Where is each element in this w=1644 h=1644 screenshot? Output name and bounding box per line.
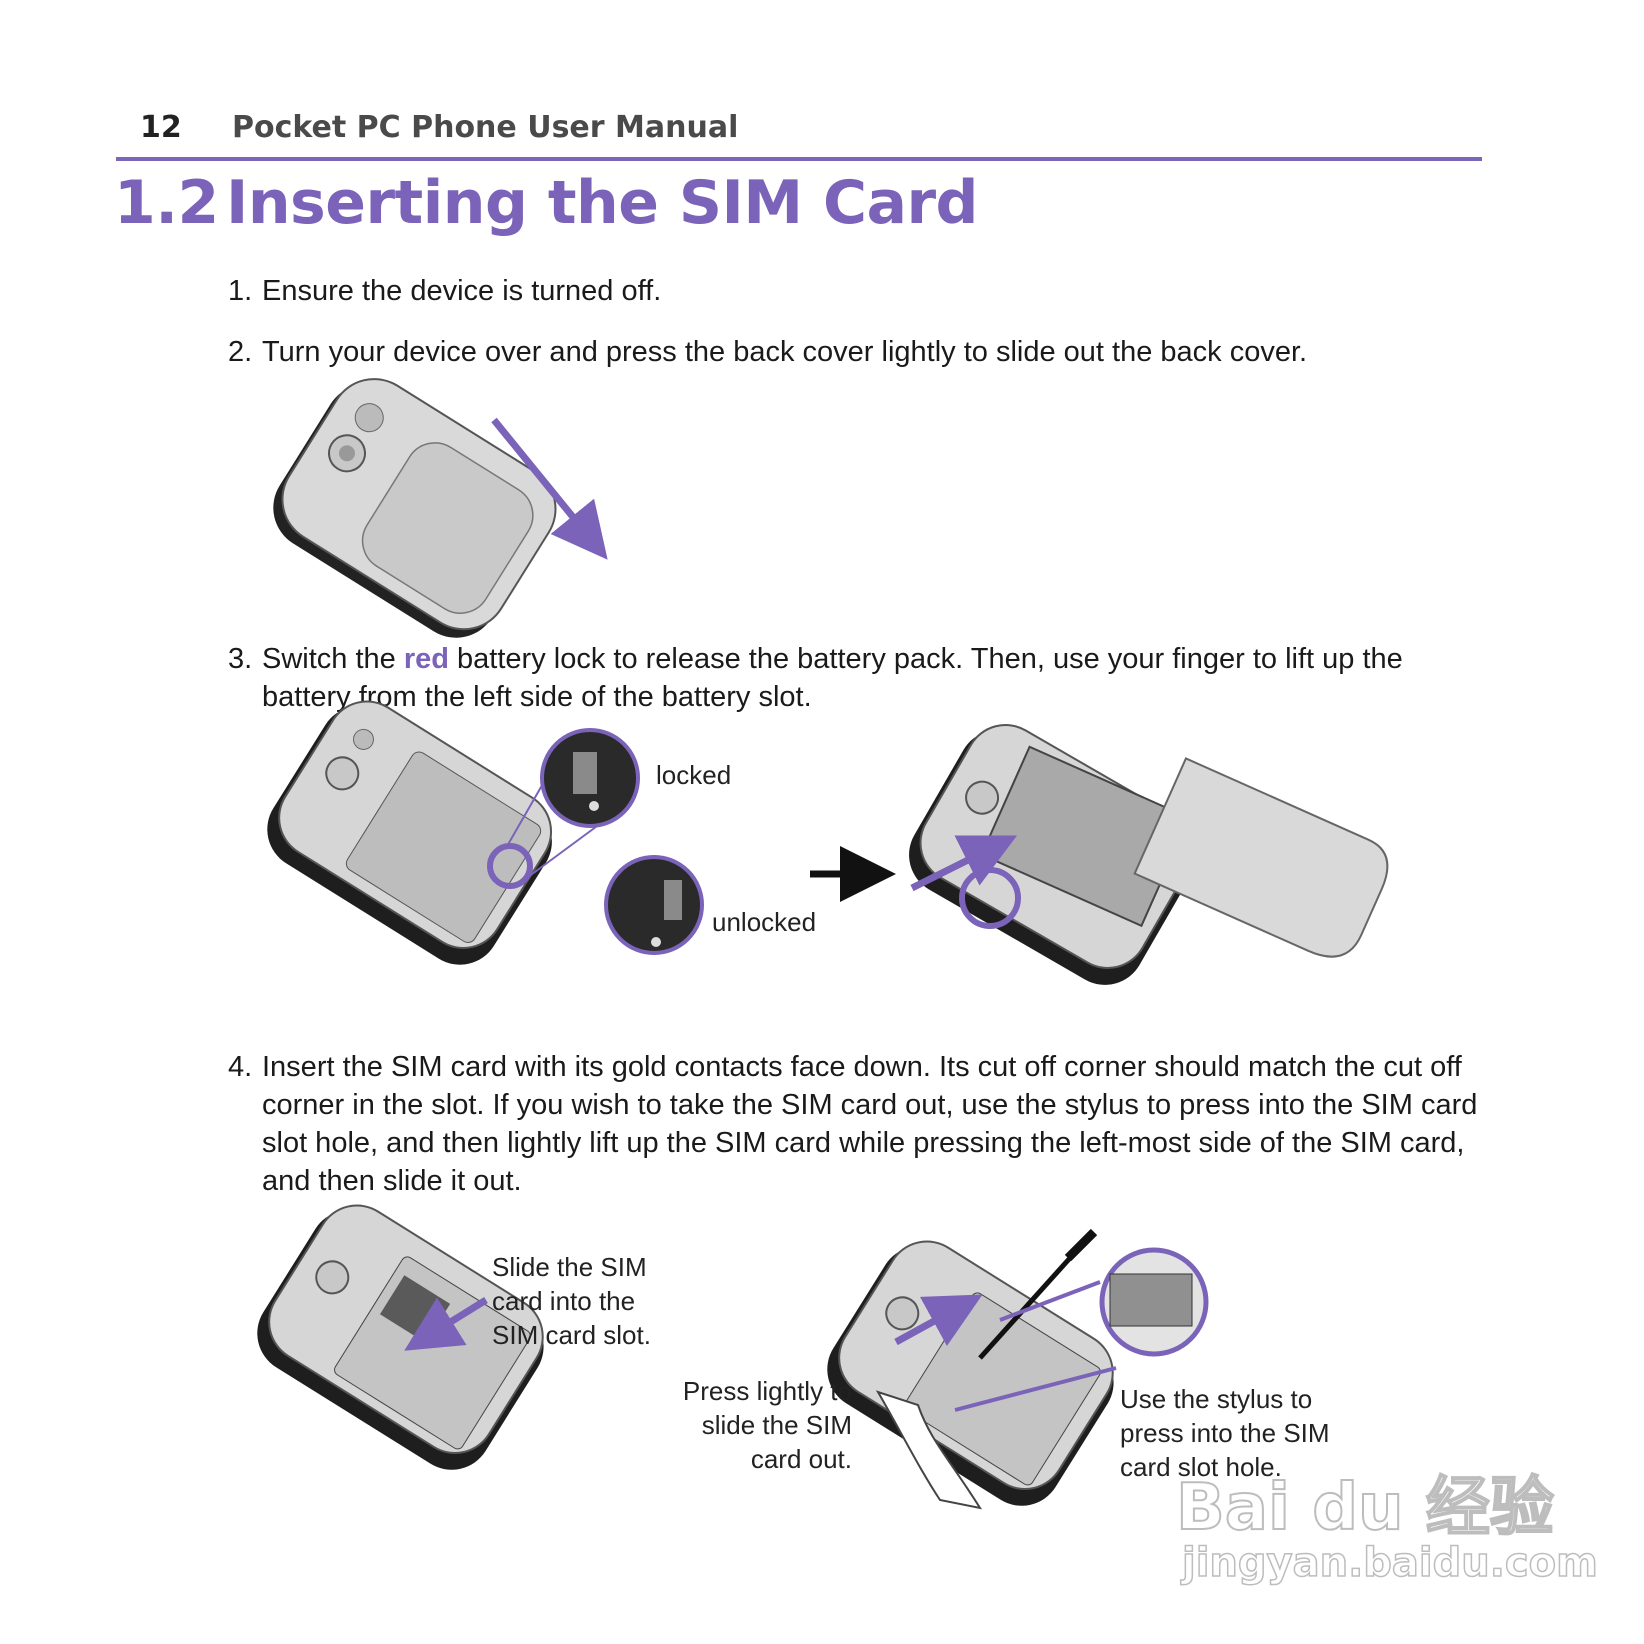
step-number: 2. bbox=[228, 336, 253, 368]
step-text-part: Switch the bbox=[262, 643, 404, 675]
label-line: card slot hole. bbox=[1120, 1452, 1282, 1482]
battery-lock-figure bbox=[267, 700, 1389, 985]
unlocked-label: unlocked bbox=[712, 907, 817, 937]
use-stylus-label: Use the stylus to press into the SIM car… bbox=[1120, 1382, 1330, 1484]
label-line: Use the stylus to bbox=[1120, 1384, 1313, 1414]
step-text: Ensure the device is turned off. bbox=[262, 275, 662, 307]
baidu-watermark-url: jingyan.baidu.com bbox=[1181, 1539, 1598, 1587]
manual-title: Pocket PC Phone User Manual bbox=[232, 110, 739, 145]
step-number: 3. bbox=[228, 643, 253, 675]
section-title-text: Inserting the SIM Card bbox=[226, 168, 979, 238]
highlight-red-word: red bbox=[403, 643, 449, 675]
step-4: 4. Insert the SIM card with its gold con… bbox=[228, 1048, 1498, 1200]
baidu-watermark-brand: Bai du 经验 bbox=[1175, 1470, 1555, 1546]
step-1: 1. Ensure the device is turned off. bbox=[228, 272, 1498, 310]
phone-back-cover-figure bbox=[273, 378, 608, 638]
sim-remove-figure bbox=[827, 1228, 1209, 1510]
step-text: Turn your device over and press the back… bbox=[262, 336, 1308, 368]
label-line: Press lightly to bbox=[682, 1376, 852, 1406]
section-number: 1.2 bbox=[114, 168, 219, 238]
label-line: SIM card slot. bbox=[492, 1320, 651, 1350]
page-number: 12 bbox=[140, 110, 182, 145]
press-lightly-label: Press lightly to slide the SIM card out. bbox=[600, 1374, 852, 1476]
label-line: Slide the SIM bbox=[492, 1252, 647, 1282]
sim-insert-figure bbox=[257, 1204, 544, 1470]
running-header: 12 Pocket PC Phone User Manual bbox=[140, 110, 738, 145]
step-number: 4. bbox=[228, 1051, 253, 1083]
header-rule bbox=[116, 157, 1482, 161]
locked-label: locked bbox=[656, 760, 732, 790]
label-line: press into the SIM bbox=[1120, 1418, 1330, 1448]
step-2: 2. Turn your device over and press the b… bbox=[228, 333, 1498, 371]
label-line: card out. bbox=[750, 1444, 852, 1474]
step-number: 1. bbox=[228, 275, 253, 307]
label-line: slide the SIM bbox=[701, 1410, 852, 1440]
label-line: card into the bbox=[492, 1286, 636, 1316]
slide-sim-label: Slide the SIM card into the SIM card slo… bbox=[492, 1250, 651, 1352]
step-text: Insert the SIM card with its gold contac… bbox=[262, 1051, 1478, 1197]
